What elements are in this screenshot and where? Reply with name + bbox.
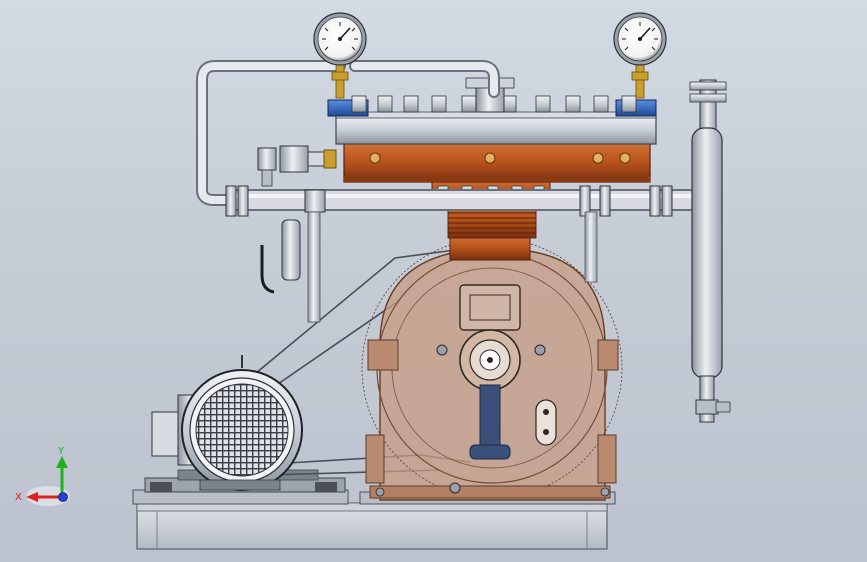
crankcase — [361, 237, 623, 501]
y-axis-arrowhead — [56, 456, 68, 468]
pipe-flanges — [225, 185, 673, 217]
pressure-gauge-left — [313, 12, 367, 99]
diaphragm-head — [327, 77, 657, 261]
electric-motor — [151, 355, 303, 491]
inlet-valve-assembly — [257, 145, 337, 294]
y-axis-label: Y — [57, 446, 65, 457]
x-axis-label: X — [15, 492, 22, 503]
axis-triad[interactable]: Y X — [15, 446, 70, 506]
x-axis-arrowhead — [26, 492, 38, 502]
support-legs — [307, 211, 598, 323]
pressure-gauge-right — [613, 12, 667, 99]
z-axis-marker — [58, 492, 68, 502]
buffer-vessel — [689, 79, 731, 423]
